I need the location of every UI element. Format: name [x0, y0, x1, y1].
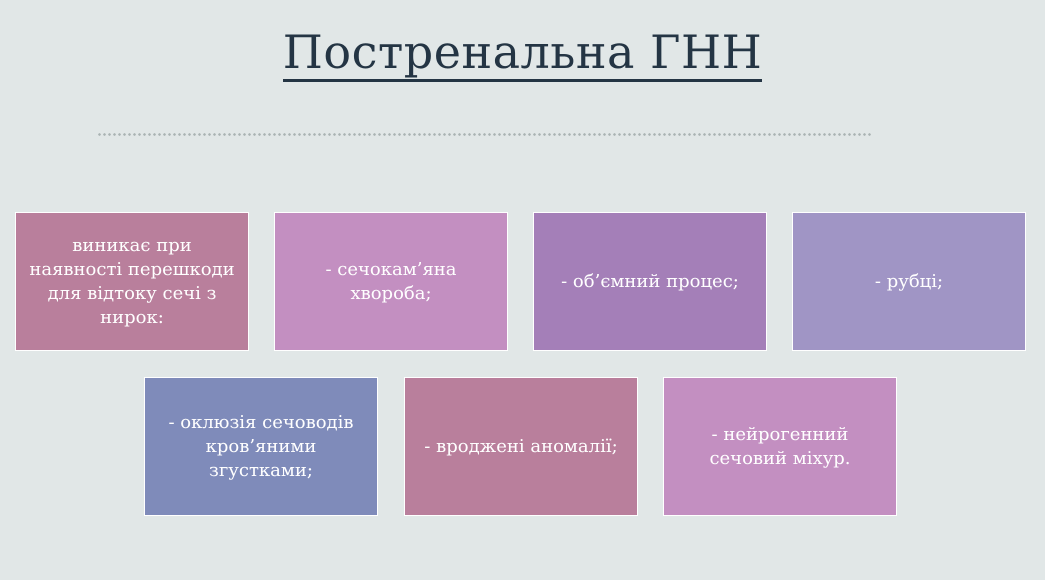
box-text: - нейрогенний сечовий міхур.	[709, 423, 851, 469]
box-cause-intro: виникає при наявності перешкоди для відт…	[15, 212, 249, 351]
box-text: - сечокам’яна хвороба;	[325, 258, 457, 304]
box-text: - вроджені аномалії;	[424, 435, 618, 457]
box-text: - рубці;	[874, 270, 944, 292]
box-text: - об’ємний процес;	[561, 270, 739, 292]
dotted-divider	[97, 133, 873, 136]
box-text: - оклюзія сечоводів кров’яними згустками…	[168, 411, 354, 481]
box-neurogenic-bladder: - нейрогенний сечовий міхур.	[663, 377, 897, 516]
box-ureter-occlusion: - оклюзія сечоводів кров’яними згустками…	[144, 377, 378, 516]
box-scars: - рубці;	[792, 212, 1026, 351]
slide-title-text: Постренальна ГНН	[282, 25, 763, 82]
box-congenital-anomalies: - вроджені аномалії;	[404, 377, 638, 516]
box-text: виникає при наявності перешкоди для відт…	[29, 234, 235, 328]
box-urolithiasis: - сечокам’яна хвороба;	[274, 212, 508, 351]
slide-title: Постренальна ГНН	[0, 22, 1045, 82]
box-mass-process: - об’ємний процес;	[533, 212, 767, 351]
